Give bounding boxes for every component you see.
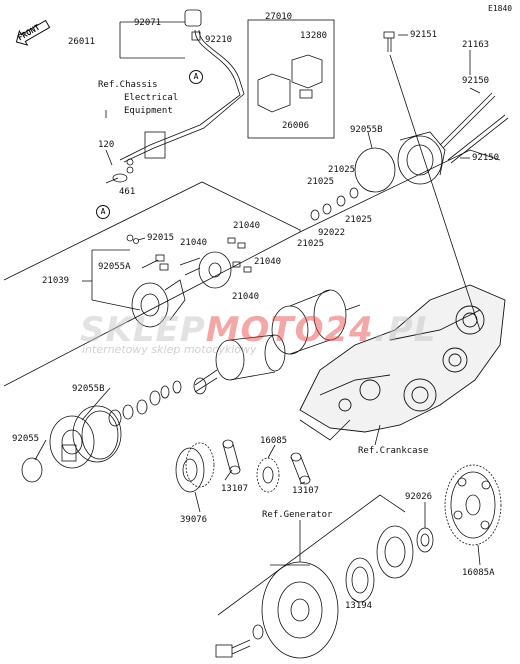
part-21025-d: 21025	[297, 239, 325, 249]
one-way-clutch-13194	[345, 557, 375, 603]
gear-16085a-shape	[444, 464, 502, 546]
ref-generator: Ref.Generator	[262, 510, 333, 520]
part-21040-b: 21040	[180, 238, 208, 248]
front-arrow-icon	[15, 20, 51, 46]
part-21039: 21039	[42, 276, 70, 286]
part-92210: 92210	[205, 35, 233, 45]
part-13107-left: 13107	[221, 484, 249, 494]
part-26006: 26006	[282, 121, 310, 131]
part-21163: 21163	[462, 40, 490, 50]
gear-16085-shape	[256, 457, 280, 493]
watermark-tagline: internetowy sklep motocyklowy	[82, 343, 257, 356]
part-21025-a: 21025	[328, 165, 356, 175]
part-92055b-top: 92055B	[350, 125, 383, 135]
armature-shape	[193, 334, 286, 395]
starter-relay-shape	[257, 54, 323, 113]
part-21040-a: 21040	[233, 221, 261, 231]
part-21025-b: 21025	[307, 177, 335, 187]
part-92055a: 92055A	[98, 262, 131, 272]
o-ring-92055b-top	[354, 147, 396, 193]
crankcase-shape	[299, 284, 506, 433]
ref-crankcase: Ref.Crankcase	[358, 446, 429, 456]
part-92151: 92151	[410, 30, 438, 40]
callout-a-left: A	[96, 205, 110, 219]
part-92026: 92026	[405, 492, 433, 502]
bolt-92150-upper	[439, 92, 493, 146]
generator-rotor-shape	[261, 561, 339, 659]
starter-end-housing-shape	[397, 131, 446, 185]
group-frame-21039	[3, 181, 301, 387]
part-27010: 27010	[265, 12, 293, 22]
part-39076: 39076	[180, 515, 208, 525]
starter-housing-shape	[271, 289, 361, 355]
shaft-13107-right	[290, 452, 311, 485]
end-cover-shape	[126, 234, 232, 328]
part-92150-lower: 92150	[472, 153, 500, 163]
part-26011: 26011	[68, 37, 96, 47]
clutch-housing-shape	[376, 525, 414, 579]
washer-92026	[416, 527, 434, 553]
bolt-92150-lower	[447, 114, 506, 161]
part-21040-c: 21040	[254, 257, 282, 267]
part-92071: 92071	[134, 18, 162, 28]
callout-a-top: A	[189, 70, 203, 84]
part-13194: 13194	[345, 601, 373, 611]
part-21025-c: 21025	[345, 215, 373, 225]
o-ring-92055b-left	[72, 405, 122, 463]
part-92015: 92015	[147, 233, 175, 243]
group-frame-generator	[217, 494, 406, 616]
part-13280: 13280	[300, 31, 328, 41]
watermark-logo: SKLEPMOTO24.PL	[80, 310, 437, 350]
ref-chassis-line3: Equipment	[124, 106, 173, 116]
part-92055b-left: 92055B	[72, 384, 105, 394]
starter-cable-shape	[119, 9, 245, 166]
part-16085a: 16085A	[462, 568, 495, 578]
ref-chassis-line2: Electrical	[124, 93, 179, 103]
part-13107-right: 13107	[292, 486, 320, 496]
part-461: 461	[119, 187, 136, 197]
part-92055: 92055	[12, 434, 40, 444]
group-frame-21163	[299, 149, 501, 233]
part-92022: 92022	[318, 228, 346, 238]
gear-39076-shape	[175, 442, 215, 493]
shaft-13107-left	[222, 439, 241, 475]
bolt-generator	[215, 639, 251, 658]
part-92150-upper: 92150	[462, 76, 490, 86]
part-120: 120	[98, 140, 115, 150]
o-ring-92055	[21, 457, 43, 483]
front-cover-shape	[49, 399, 148, 469]
ref-chassis-line1: Ref.Chassis	[98, 80, 158, 90]
part-16085: 16085	[260, 436, 288, 446]
diagram-code: E1840	[488, 4, 513, 13]
part-21040-d: 21040	[232, 292, 260, 302]
